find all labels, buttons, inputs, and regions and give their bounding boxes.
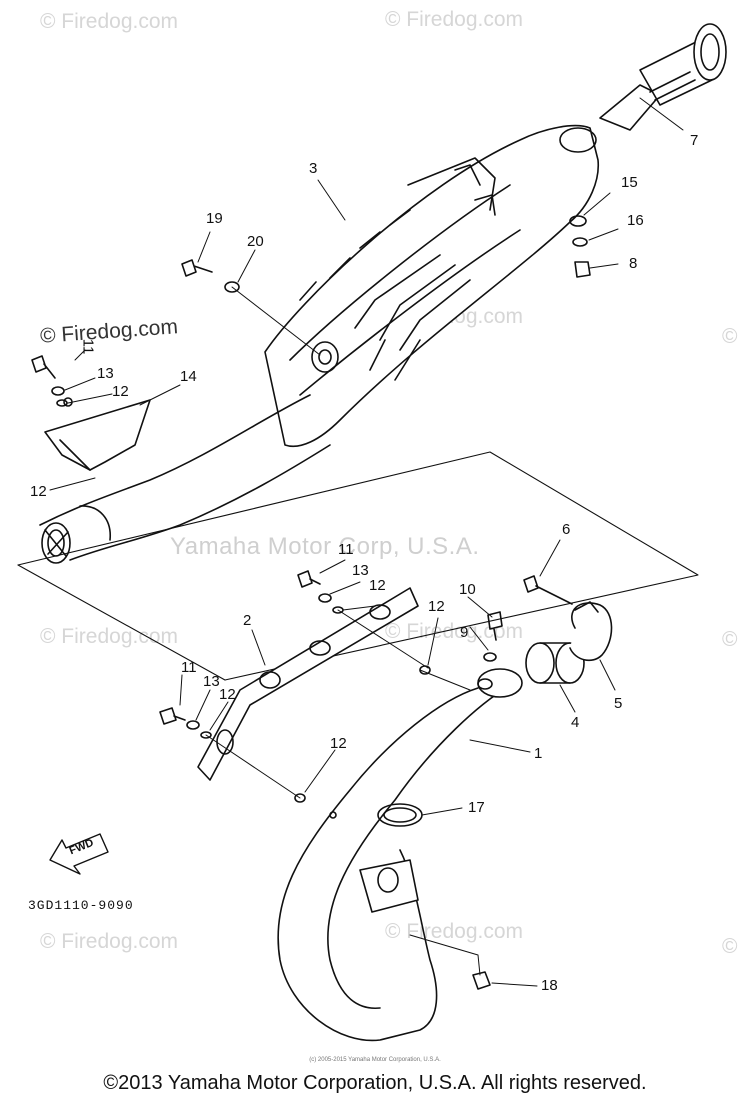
watermark: © [722, 935, 738, 958]
callout-7: 7 [690, 132, 699, 149]
callout-2: 2 [243, 612, 252, 629]
watermark: © [722, 325, 738, 348]
part-code: 3GD1110-9090 [28, 898, 134, 913]
bolt-6 [523, 575, 573, 605]
watermark: © Firedog.com [40, 10, 179, 33]
nut-18 [472, 971, 491, 990]
washer-20 [224, 281, 240, 293]
callout-12: 12 [30, 483, 47, 500]
clamp-5 [569, 601, 613, 662]
callout-14: 14 [180, 368, 197, 385]
callout-6: 6 [562, 521, 571, 538]
callout-13: 13 [97, 365, 114, 382]
callout-11: 11 [181, 659, 197, 676]
watermark: © Firedog.com [385, 920, 524, 943]
bolt-11 [31, 355, 56, 379]
nut-8 [574, 261, 591, 278]
bolt-10 [487, 611, 503, 641]
callout-19: 19 [206, 210, 223, 227]
assembly-outline [17, 451, 699, 681]
callout-3: 3 [309, 160, 318, 177]
callout-11: 11 [79, 338, 97, 355]
bolt-19 [181, 259, 213, 277]
washer-9 [483, 652, 497, 662]
callout-4: 4 [571, 714, 580, 731]
callout-13: 13 [203, 673, 220, 690]
bolt-11-mid [297, 570, 321, 588]
watermark: © Firedog.com [40, 930, 179, 953]
callout-12: 12 [369, 577, 386, 594]
callout-20: 20 [247, 233, 264, 250]
callout-9: 9 [460, 624, 469, 641]
callout-12: 12 [112, 383, 129, 400]
callout-10: 10 [459, 581, 476, 598]
bolt-11-low [159, 707, 186, 725]
callout-18: 18 [541, 977, 558, 994]
exhaust-pipe-1 [277, 668, 523, 1042]
washer-15 [569, 215, 587, 227]
joint-4 [525, 642, 585, 684]
callout-5: 5 [614, 695, 623, 712]
silencer-pipe [39, 394, 331, 564]
leader-lines [49, 97, 684, 987]
fine-print: (c) 2005-2015 Yamaha Motor Corporation, … [309, 1057, 441, 1063]
end-cap-7 [599, 23, 727, 131]
watermark: © Firedog.com [385, 8, 524, 31]
heat-guard-14 [44, 397, 151, 471]
callout-12: 12 [330, 735, 347, 752]
callout-12: 12 [219, 686, 236, 703]
silencer-body [264, 124, 600, 447]
callout-1: 1 [534, 745, 543, 762]
copyright-notice: ©2013 Yamaha Motor Corporation, U.S.A. A… [103, 1072, 647, 1094]
callout-15: 15 [621, 174, 638, 191]
callout-12: 12 [428, 598, 445, 615]
watermark: © Firedog.com [40, 625, 179, 648]
callout-8: 8 [629, 255, 638, 272]
watermark: © [722, 628, 738, 651]
fwd-arrow-icon [49, 833, 109, 875]
callout-13: 13 [352, 562, 369, 579]
callout-11: 11 [338, 541, 354, 558]
watermark-center: Yamaha Motor Corp, U.S.A. [170, 533, 480, 560]
washer-16 [572, 237, 588, 247]
callout-16: 16 [627, 212, 644, 229]
callout-17: 17 [468, 799, 485, 816]
